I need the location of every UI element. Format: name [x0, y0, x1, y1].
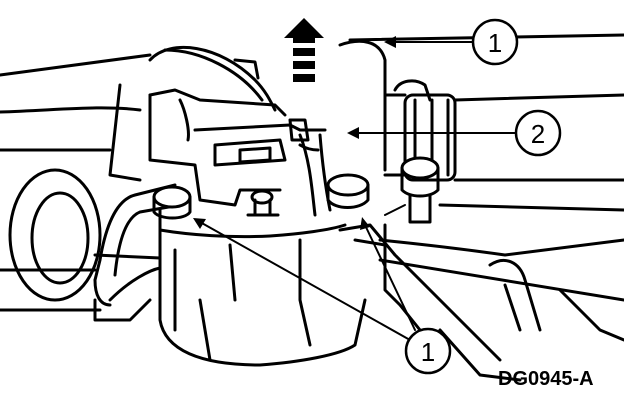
- fitting-cap: [384, 156, 440, 224]
- callout-label: 1: [488, 28, 502, 58]
- leader-line-callout-1-top: [384, 36, 473, 48]
- right-cap: [326, 173, 370, 209]
- connector-bracket: [148, 88, 332, 217]
- housing: [108, 39, 387, 182]
- leader-line-callout-2: [347, 127, 517, 139]
- leader-line-callout-1-bottom-b: [360, 217, 416, 331]
- pulley: [0, 168, 102, 312]
- callout-label: 2: [531, 119, 545, 149]
- canister: [93, 208, 367, 367]
- callout-2: 2: [514, 109, 562, 157]
- hose-fitting: [383, 79, 457, 182]
- leader-line-callout-1-bottom-a: [193, 218, 411, 341]
- callout-label: 1: [421, 337, 435, 367]
- center-bolt: [246, 189, 280, 217]
- callout-1-bottom: 1: [404, 327, 452, 375]
- callout-1-top: 1: [471, 18, 519, 66]
- left-cap: [152, 185, 192, 220]
- tube: [93, 183, 182, 307]
- figure-id: DG0945-A: [498, 368, 594, 390]
- up-arrow-icon: [284, 18, 324, 82]
- lower-right-parts: [338, 223, 624, 382]
